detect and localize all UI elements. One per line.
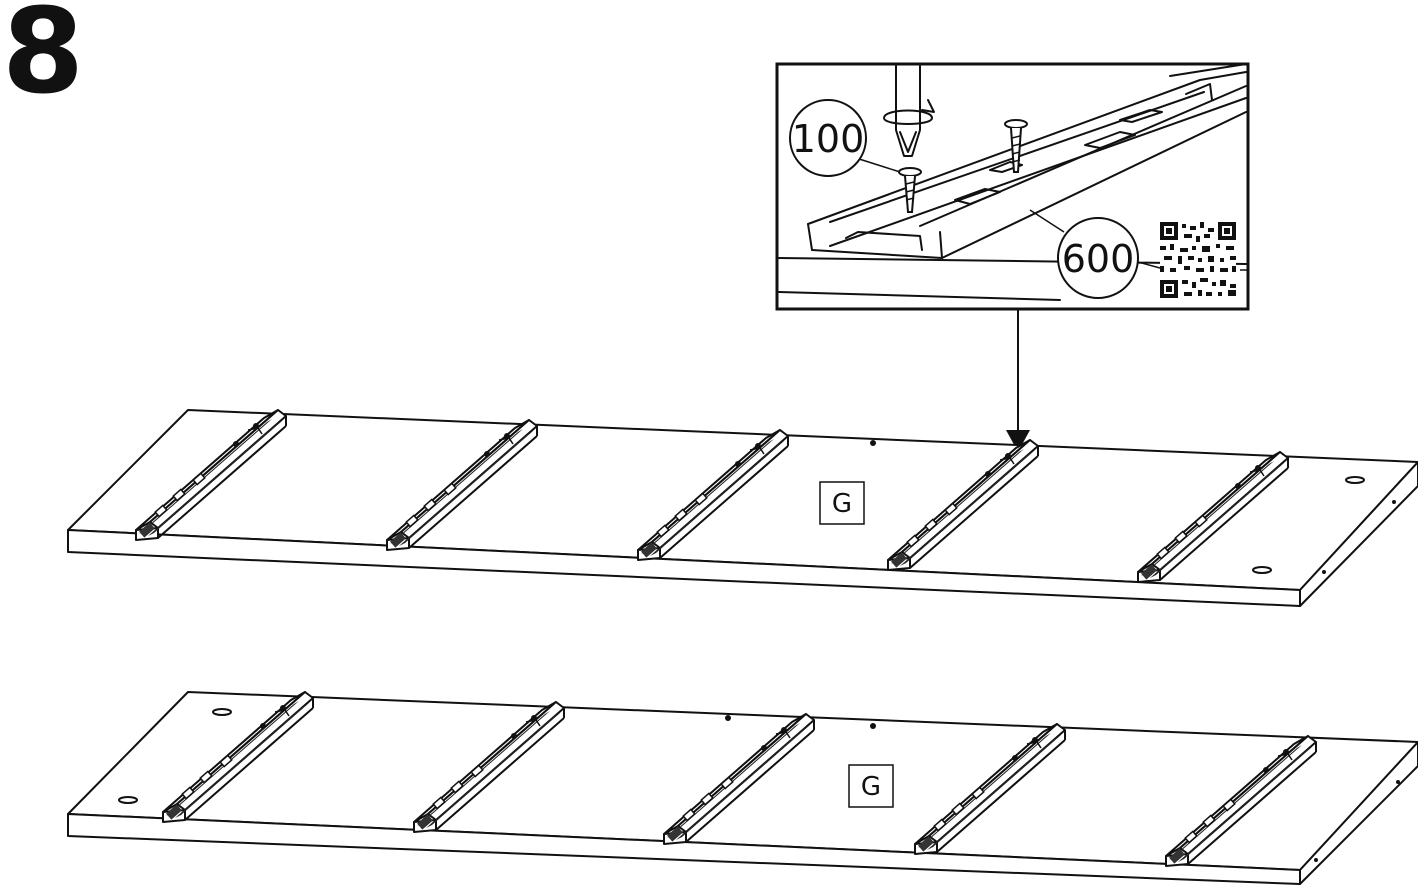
callout-100: 100: [789, 99, 901, 177]
screwdriver-icon: [883, 65, 935, 157]
svg-text:G: G: [832, 489, 852, 519]
screw-icon: [898, 167, 922, 213]
svg-text:600: 600: [1062, 237, 1135, 281]
callout-600: 600: [1029, 209, 1161, 299]
panel-g-bottom: G: [67, 691, 1418, 885]
pointer-arrow: [1006, 310, 1030, 452]
screw-icon: [1004, 119, 1028, 173]
qr-code: [1160, 222, 1248, 298]
svg-text:100: 100: [792, 117, 865, 161]
detail-inset: 100 600: [775, 62, 1250, 311]
step-number: 8: [2, 0, 85, 120]
panel-label: G: [819, 481, 865, 525]
panel-g-top: G: [67, 409, 1418, 607]
panel-label: G: [848, 764, 894, 808]
svg-text:G: G: [861, 772, 881, 802]
